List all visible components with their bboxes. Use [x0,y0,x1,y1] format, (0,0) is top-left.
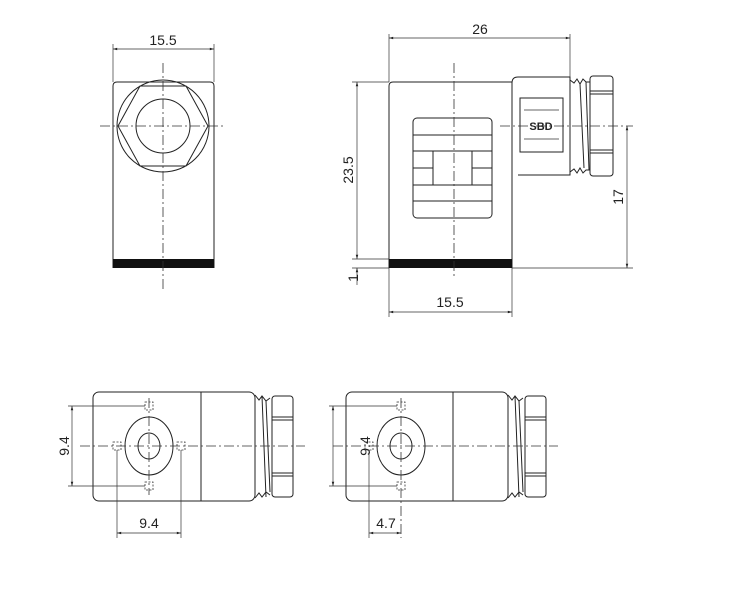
pin-horizontal-dim-a: 9.4 [139,515,159,531]
height-dim: 23.5 [340,156,356,183]
body-width-dim: 15.5 [436,294,463,310]
overall-length-dim: 26 [472,21,488,37]
bottom-view-b: 9.4 4.7 [329,391,558,538]
bottom-view-a: 9.4 9.4 [56,391,305,538]
axis-height-dim: 17 [610,189,626,205]
brand-label: SBD [529,121,552,133]
front-width-dim: 15.5 [149,32,176,48]
pin-offset-dim-b: 4.7 [376,515,396,531]
side-view: SBD 26 23.5 1 15.5 17 [340,21,633,317]
pin-vertical-dim-b: 9.4 [357,436,373,456]
pin-vertical-dim-a: 9.4 [56,436,72,456]
gasket-dim: 1 [345,274,361,282]
front-view: 15.5 [100,32,226,292]
